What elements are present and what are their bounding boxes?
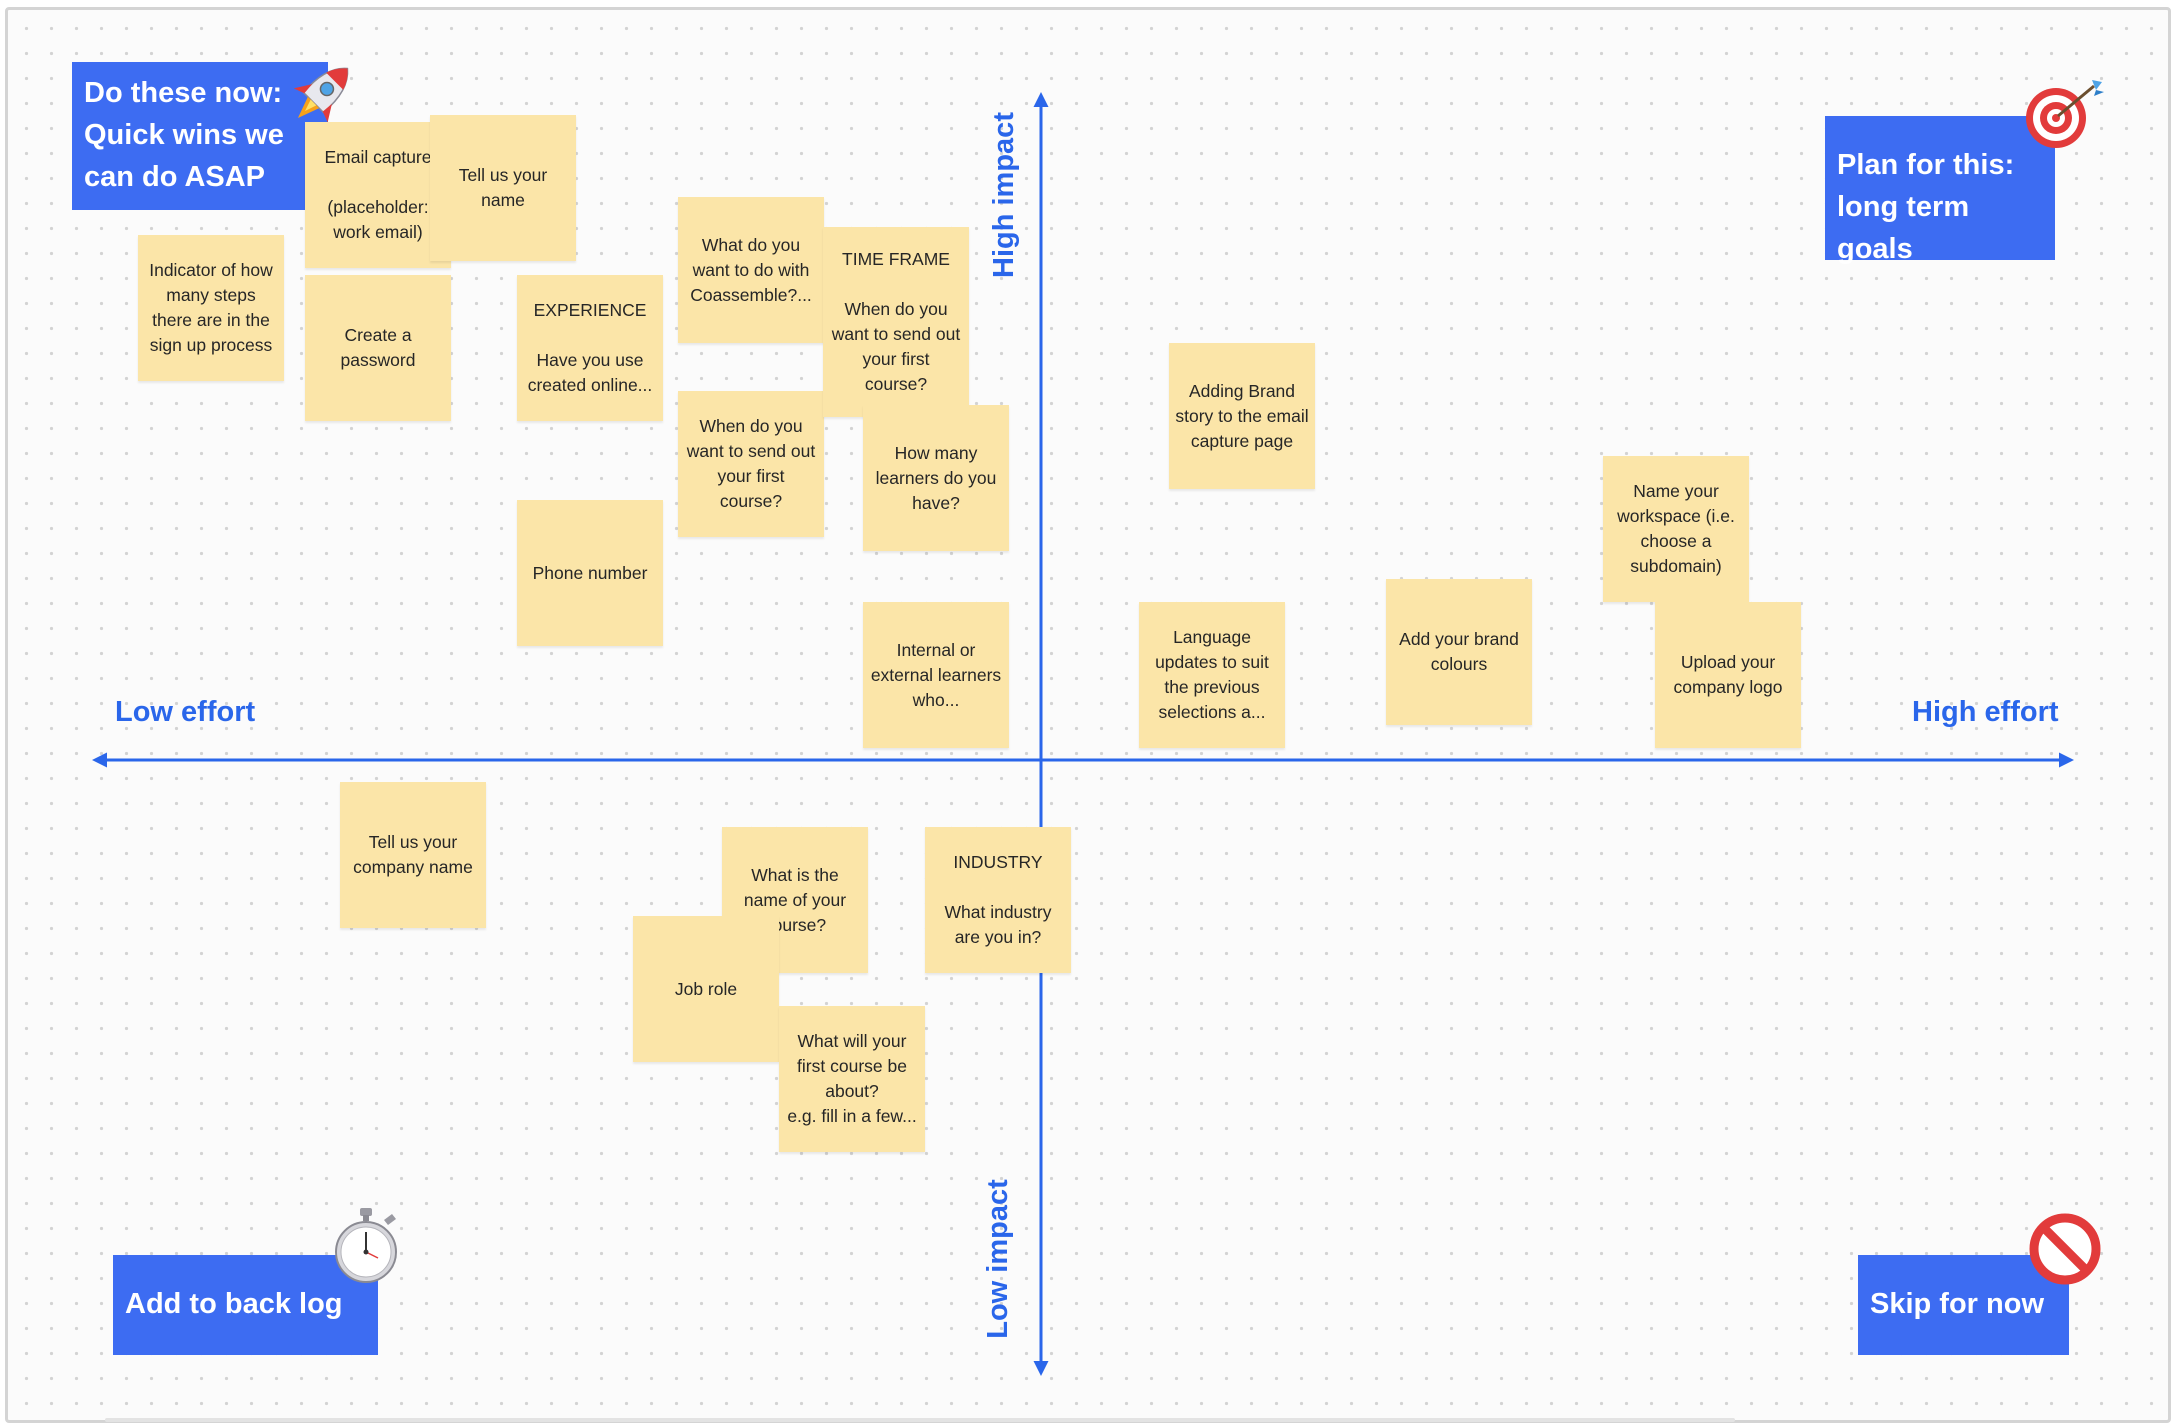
sticky-note[interactable]: EXPERIENCE Have you use created online..… [517,275,663,421]
sticky-note[interactable]: When do you want to send out your first … [678,391,824,537]
sticky-note[interactable]: What will your first course be about? e.… [779,1006,925,1152]
sticky-note[interactable]: Create a password [305,275,451,421]
sticky-note[interactable]: How many learners do you have? [863,405,1009,551]
sticky-note[interactable]: Adding Brand story to the email capture … [1169,343,1315,489]
sticky-note[interactable]: Internal or external learners who... [863,602,1009,748]
stopwatch-icon [335,1208,397,1283]
sticky-note[interactable]: Language updates to suit the previous se… [1139,602,1285,748]
target-icon [2026,80,2104,148]
sticky-note[interactable]: Tell us your company name [340,782,486,928]
sticky-note[interactable]: Email capture (placeholder: work email) [305,122,451,268]
high-effort-label: High effort [1912,696,2059,728]
sticky-note[interactable]: Upload your company logo [1655,602,1801,748]
quadrant-label-skip[interactable]: Skip for now [1858,1255,2069,1355]
board-scroll-edge [105,1418,1735,1422]
no-entry-icon [2029,1213,2101,1285]
sticky-note[interactable]: INDUSTRY What industry are you in? [925,827,1071,973]
sticky-note[interactable]: Add your brand colours [1386,579,1532,725]
quadrant-label-backlog[interactable]: Add to back log [113,1255,378,1355]
rocket-icon [293,67,349,123]
quadrant-label-long-term[interactable]: Plan for this: long term goals [1825,116,2055,265]
high-impact-label: High impact [988,112,1020,278]
sticky-note[interactable]: Job role [633,916,779,1062]
quadrant-label-quick-wins[interactable]: Do these now: Quick wins we can do ASAP [72,62,328,210]
sticky-note[interactable]: TIME FRAME When do you want to send out … [823,227,969,417]
low-effort-label: Low effort [115,696,256,728]
sticky-note[interactable]: What do you want to do with Coassemble?.… [678,197,824,343]
sticky-note[interactable]: Tell us your name [430,115,576,261]
sticky-note[interactable]: Name your workspace (i.e. choose a subdo… [1603,456,1749,602]
sticky-note[interactable]: Indicator of how many steps there are in… [138,235,284,381]
low-impact-label: Low impact [982,1179,1014,1339]
sticky-note[interactable]: Phone number [517,500,663,646]
